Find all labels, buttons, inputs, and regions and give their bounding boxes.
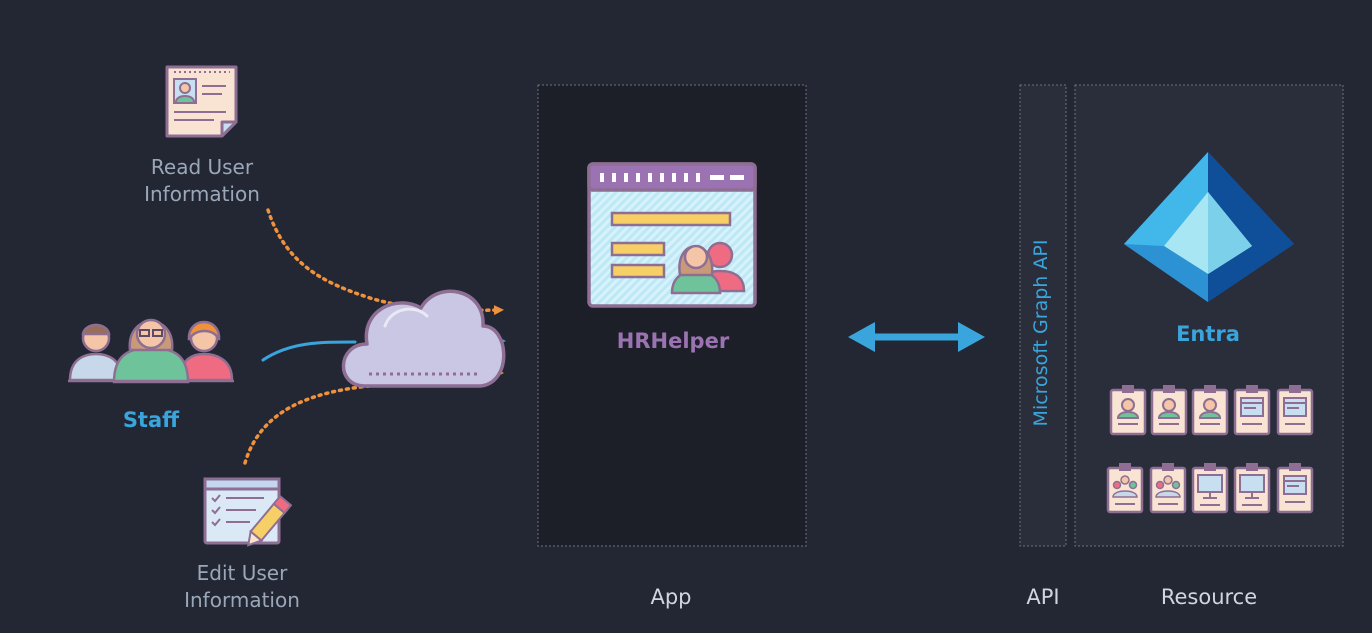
badge-user-icon	[1109, 385, 1147, 436]
badge-monitor-icon	[1233, 463, 1271, 514]
badge-window-icon	[1276, 385, 1314, 436]
staff-label: Staff	[122, 408, 180, 432]
badge-monitor-icon	[1191, 463, 1229, 514]
api-call-arrow	[848, 322, 985, 352]
entra-label: Entra	[1176, 322, 1240, 346]
badge-user-icon	[1150, 385, 1188, 436]
read-user-label: Read User Information	[144, 155, 260, 206]
staff-flow-line	[261, 340, 357, 362]
badge-window-icon	[1276, 463, 1314, 514]
cloud-icon	[341, 289, 506, 388]
api-column-label: API	[1026, 585, 1060, 609]
app-window-icon	[587, 162, 757, 308]
entra-pyramid-icon	[1124, 152, 1294, 302]
app-column-label: App	[650, 585, 692, 609]
api-box	[1019, 84, 1067, 547]
resource-badges	[1106, 385, 1314, 514]
badge-window-icon	[1233, 385, 1271, 436]
app-box	[537, 84, 807, 547]
badge-user-icon	[1191, 385, 1229, 436]
graph-api-label: Microsoft Graph API	[1030, 239, 1052, 427]
resource-column-label: Resource	[1160, 585, 1258, 609]
badge-group-icon	[1149, 463, 1187, 514]
badge-group-icon	[1106, 463, 1144, 514]
id-document-icon	[165, 65, 238, 138]
group-of-people-icon	[68, 318, 234, 384]
app-name-label: HRHelper	[616, 329, 730, 353]
edit-user-label: Edit User Information	[184, 561, 300, 612]
checklist-pencil-icon	[203, 477, 293, 547]
